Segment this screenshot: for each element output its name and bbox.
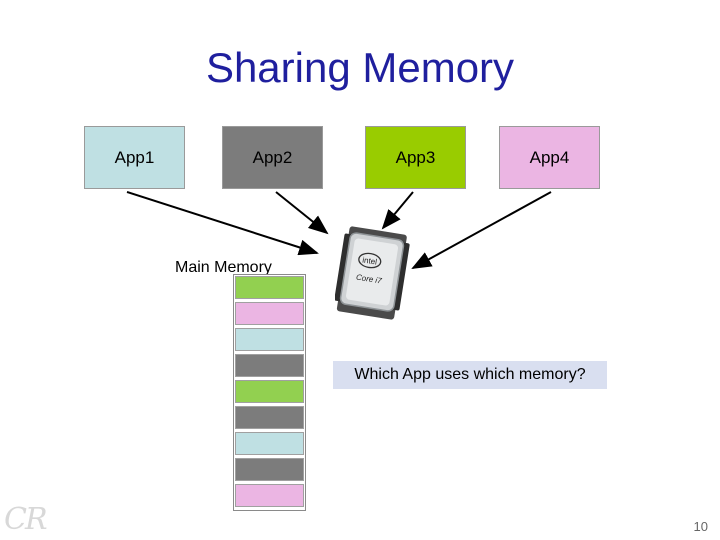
arrow-app4 (411, 191, 552, 269)
memory-block-2 (235, 302, 304, 325)
memory-block-8 (235, 458, 304, 481)
arrow-app3 (381, 191, 414, 230)
page-number: 10 (693, 519, 708, 534)
app2-box: App2 (222, 126, 323, 189)
logo-watermark: CR (4, 502, 48, 537)
memory-block-1 (235, 276, 304, 299)
main-memory-stack (233, 274, 306, 511)
chip-model: Core i7 (355, 273, 382, 286)
app3-box: App3 (365, 126, 466, 189)
memory-block-9 (235, 484, 304, 507)
question-box: Which App uses which memory? (333, 361, 607, 389)
arrow-app1 (126, 191, 319, 256)
app1-label: App1 (114, 147, 155, 167)
memory-block-6 (235, 406, 304, 429)
app4-box: App4 (499, 126, 600, 189)
memory-block-4 (235, 354, 304, 377)
slide-title: Sharing Memory (205, 44, 515, 91)
app1-box: App1 (84, 126, 185, 189)
memory-block-3 (235, 328, 304, 351)
app3-label: App3 (395, 147, 436, 167)
memory-block-7 (235, 432, 304, 455)
memory-block-5 (235, 380, 304, 403)
chip-brand: intel (362, 255, 378, 266)
main-memory-label: Main Memory (175, 259, 272, 276)
app2-label: App2 (252, 147, 293, 167)
arrow-app2 (275, 191, 329, 235)
cpu-chip-image: intel Core i7 (335, 226, 410, 320)
app4-label: App4 (529, 147, 570, 167)
